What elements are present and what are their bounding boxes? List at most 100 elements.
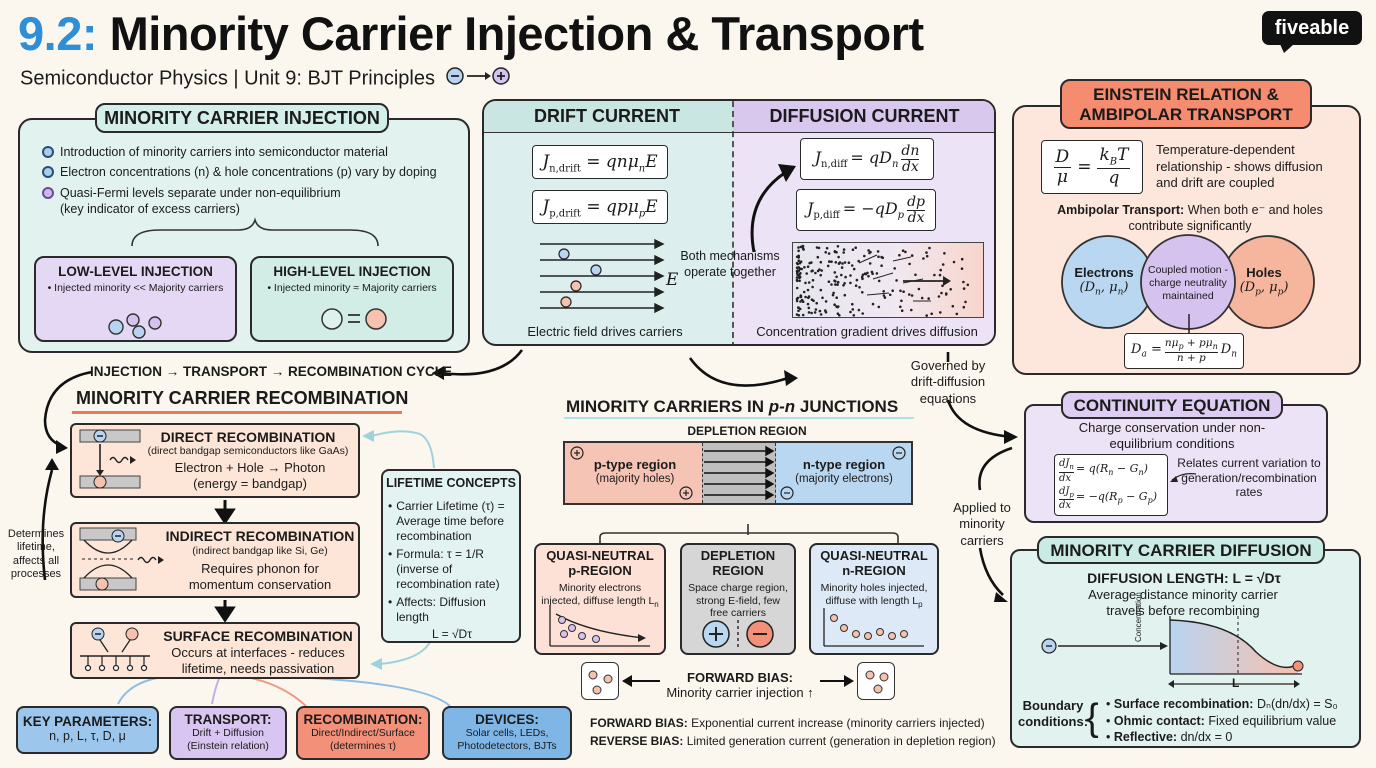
indirect-text: Requires phonon for momentum conservatio… [188,561,332,592]
gradient-dot [811,269,814,272]
eq-sub: p [1069,490,1074,499]
gradient-dot [941,263,945,266]
concentration-axis-label: Concentration [1134,592,1143,642]
eq-num: dJp [1059,485,1074,501]
gradient-box [792,242,984,318]
recombination-title: MINORITY CARRIER RECOMBINATION [76,388,409,408]
boundary-item-text: dn/dx = 0 [1180,730,1233,744]
high-level-card: HIGH-LEVEL INJECTION • Injected minority… [250,256,454,342]
gradient-arrow-head [943,276,951,286]
gradient-arrow [892,256,912,262]
bullet-icon [42,186,54,199]
gradient-dot [861,312,864,315]
gradient-dot [851,248,855,251]
gradient-dot [798,307,802,311]
mcd-length: DIFFUSION LENGTH: L = √Dτ [1087,570,1281,586]
junction-title: MINORITY CARRIERS IN p-n JUNCTIONS [566,397,898,417]
gradient-dot [933,273,936,277]
gradient-dot [796,262,800,266]
gradient-dot [922,257,925,260]
direct-sub: (direct bandgap semiconductors like GaAs… [147,445,349,457]
param-part: (D [1079,280,1096,295]
gradient-dot [801,247,805,250]
eq-tail: Dn [1221,342,1237,360]
eq-num: dJn [1059,458,1074,473]
lifetime-title: LIFETIME CONCEPTS [386,476,516,490]
gradient-dot [818,309,822,313]
gradient-dot [854,246,857,249]
eq-lhs: Da = [1131,342,1162,360]
gradient-dot [850,264,854,267]
diffusion-caption: Concentration gradient drives diffusion [756,324,978,339]
gradient-dot [827,252,831,255]
n-region-label: n-type region (majority electrons) [788,457,900,486]
gradient-dot [920,296,924,300]
carrier-dots-icon [588,670,613,695]
reverse-bias-line: REVERSE BIAS: Limited generation current… [590,734,996,748]
gradient-dot [798,273,801,277]
gradient-dot [960,267,964,270]
gradient-dot [854,284,858,287]
injection-bullet-3: Quasi-Fermi levels separate under non-eq… [42,185,472,218]
gradient-dot [797,276,801,279]
n-region [776,443,911,503]
surface-icon [80,627,150,672]
eq-sub: n [891,159,899,171]
eq-rhs: = q(Rn − Gn) [1075,462,1148,478]
key-text: n, p, L, τ, D, μ [49,729,126,743]
recombination-title-rule [72,411,402,414]
eq-part: = q(R [1075,462,1109,476]
eq-num: D [1053,146,1072,168]
gradient-dot [824,300,828,303]
gradient-dot [849,310,852,314]
gradient-dot [962,280,965,284]
gradient-dot [804,281,807,285]
eq-part: J [542,152,550,172]
eq-part: k [1099,145,1110,166]
gradient-dot [855,278,859,282]
eq-sub: p [1147,496,1153,506]
page-title: 9.2: Minority Carrier Injection & Transp… [18,6,924,61]
gradient-dot [830,283,833,286]
both-mechanisms-label: Both mechanisms operate together [680,249,780,279]
gradient-dot [861,291,864,294]
gradient-dot [819,288,823,292]
eq-den: q [1108,167,1120,188]
gradient-dot [801,244,805,248]
gradient-dot [952,260,956,264]
gradient-dot [852,314,856,317]
gradient-dot [871,272,874,275]
direct-title: DIRECT RECOMBINATION [160,429,336,445]
gradient-dot [815,246,819,249]
continuity-title: CONTINUITY EQUATION [1061,391,1283,419]
gradient-dot [795,299,799,303]
junction-title-prefix: MINORITY CARRIERS IN [566,397,769,416]
eq-part: = qD [850,147,892,167]
gradient-dot [801,313,805,317]
title-text: Minority Carrier Injection & Transport [109,7,925,60]
gradient-dot [904,250,907,254]
fiveable-logo[interactable]: fiveable [1262,11,1362,45]
bullet-text: Quasi-Fermi levels separate under non-eq… [60,185,341,218]
eq-den: μ [1056,166,1068,187]
gradient-dot [960,257,964,261]
gradient-dot [827,280,831,283]
devices-title: DEVICES: [475,712,539,727]
eq-mid: = qDn [850,148,898,170]
bullet-text: Introduction of minority carriers into s… [60,145,388,159]
indirect-band-icon [79,527,164,591]
gradient-dot [955,312,959,316]
equal-carriers-icon [321,308,387,330]
gradient-dot [861,277,864,281]
eq-den: dx [907,209,925,226]
bullet-text: Electron concentrations (n) & hole conce… [60,165,437,180]
qn-p-text: Minority electrons injected, diffuse len… [536,582,664,610]
split-divider [732,101,734,344]
eq-part: = −q(R [1075,490,1118,504]
holes-label: Holes (Dp, μp) [1224,265,1304,298]
gradient-dot [816,255,820,259]
drift-eq-n: Jn,drift = qnμnE [532,145,668,179]
